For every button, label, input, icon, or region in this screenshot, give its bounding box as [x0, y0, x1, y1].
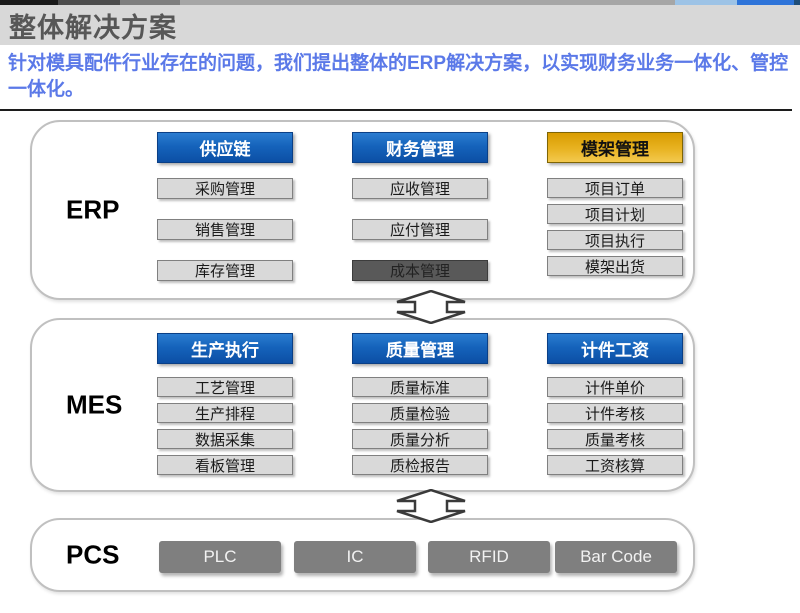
bar-segment: [675, 0, 737, 5]
module-header: 供应链: [157, 132, 293, 163]
module-item: 质检报告: [352, 455, 488, 475]
module-item: 项目计划: [547, 204, 683, 224]
intro-text: 针对模具配件行业存在的问题，我们提出整体的ERP解决方案，以实现财务业务一体化、…: [8, 53, 789, 100]
mes-quality-column: 质量管理 质量标准 质量检验 质量分析 质检报告: [352, 333, 488, 481]
bar-segment: [794, 0, 800, 5]
module-item-highlighted: 成本管理: [352, 260, 488, 281]
divider-line: [0, 109, 792, 111]
module-item: 计件单价: [547, 377, 683, 397]
module-header: 财务管理: [352, 132, 488, 163]
bar-segment: [737, 0, 794, 5]
erp-layer: ERP 供应链 采购管理 销售管理 库存管理 财务管理 应收管理 应付管理 成本…: [30, 120, 695, 300]
erp-supply-chain-column: 供应链 采购管理 销售管理 库存管理: [157, 132, 293, 301]
bar-segment: [58, 0, 120, 5]
device-item: Bar Code: [555, 541, 677, 573]
pcs-layer: PCS PLC IC RFID Bar Code: [30, 518, 695, 592]
solution-diagram: ERP 供应链 采购管理 销售管理 库存管理 财务管理 应收管理 应付管理 成本…: [0, 111, 800, 613]
module-item: 工资核算: [547, 455, 683, 475]
module-item: 应付管理: [352, 219, 488, 240]
mes-label: MES: [66, 389, 123, 420]
module-item: 库存管理: [157, 260, 293, 281]
module-header: 生产执行: [157, 333, 293, 364]
module-item: 看板管理: [157, 455, 293, 475]
mes-layer: MES 生产执行 工艺管理 生产排程 数据采集 看板管理 质量管理 质量标准 质…: [30, 318, 695, 492]
module-item: 项目执行: [547, 230, 683, 250]
module-item: 质量分析: [352, 429, 488, 449]
title-band: 整体解决方案: [0, 5, 800, 45]
device-item: RFID: [428, 541, 550, 573]
module-header: 质量管理: [352, 333, 488, 364]
module-item: 数据采集: [157, 429, 293, 449]
module-item: 质量检验: [352, 403, 488, 423]
module-item: 销售管理: [157, 219, 293, 240]
mes-piecework-column: 计件工资 计件单价 计件考核 质量考核 工资核算: [547, 333, 683, 481]
bar-segment: [180, 0, 675, 5]
device-item: IC: [294, 541, 416, 573]
up-down-arrow-icon: [396, 290, 466, 324]
module-header: 模架管理: [547, 132, 683, 163]
slide-title: 整体解决方案: [9, 12, 177, 43]
module-item: 质量考核: [547, 429, 683, 449]
erp-mold-frame-column: 模架管理 项目订单 项目计划 项目执行 模架出货: [547, 132, 683, 282]
bar-segment: [0, 0, 58, 5]
module-item: 计件考核: [547, 403, 683, 423]
device-item: PLC: [159, 541, 281, 573]
module-header: 计件工资: [547, 333, 683, 364]
top-accent-bar: [0, 0, 800, 5]
module-item: 工艺管理: [157, 377, 293, 397]
pcs-label: PCS: [66, 539, 120, 570]
erp-finance-column: 财务管理 应收管理 应付管理 成本管理: [352, 132, 488, 301]
erp-label: ERP: [66, 194, 120, 225]
mes-production-column: 生产执行 工艺管理 生产排程 数据采集 看板管理: [157, 333, 293, 481]
module-item: 应收管理: [352, 178, 488, 199]
module-item: 质量标准: [352, 377, 488, 397]
bar-segment: [120, 0, 180, 5]
module-item: 采购管理: [157, 178, 293, 199]
module-item: 生产排程: [157, 403, 293, 423]
module-item: 项目订单: [547, 178, 683, 198]
module-item: 模架出货: [547, 256, 683, 276]
up-down-arrow-icon: [396, 489, 466, 523]
